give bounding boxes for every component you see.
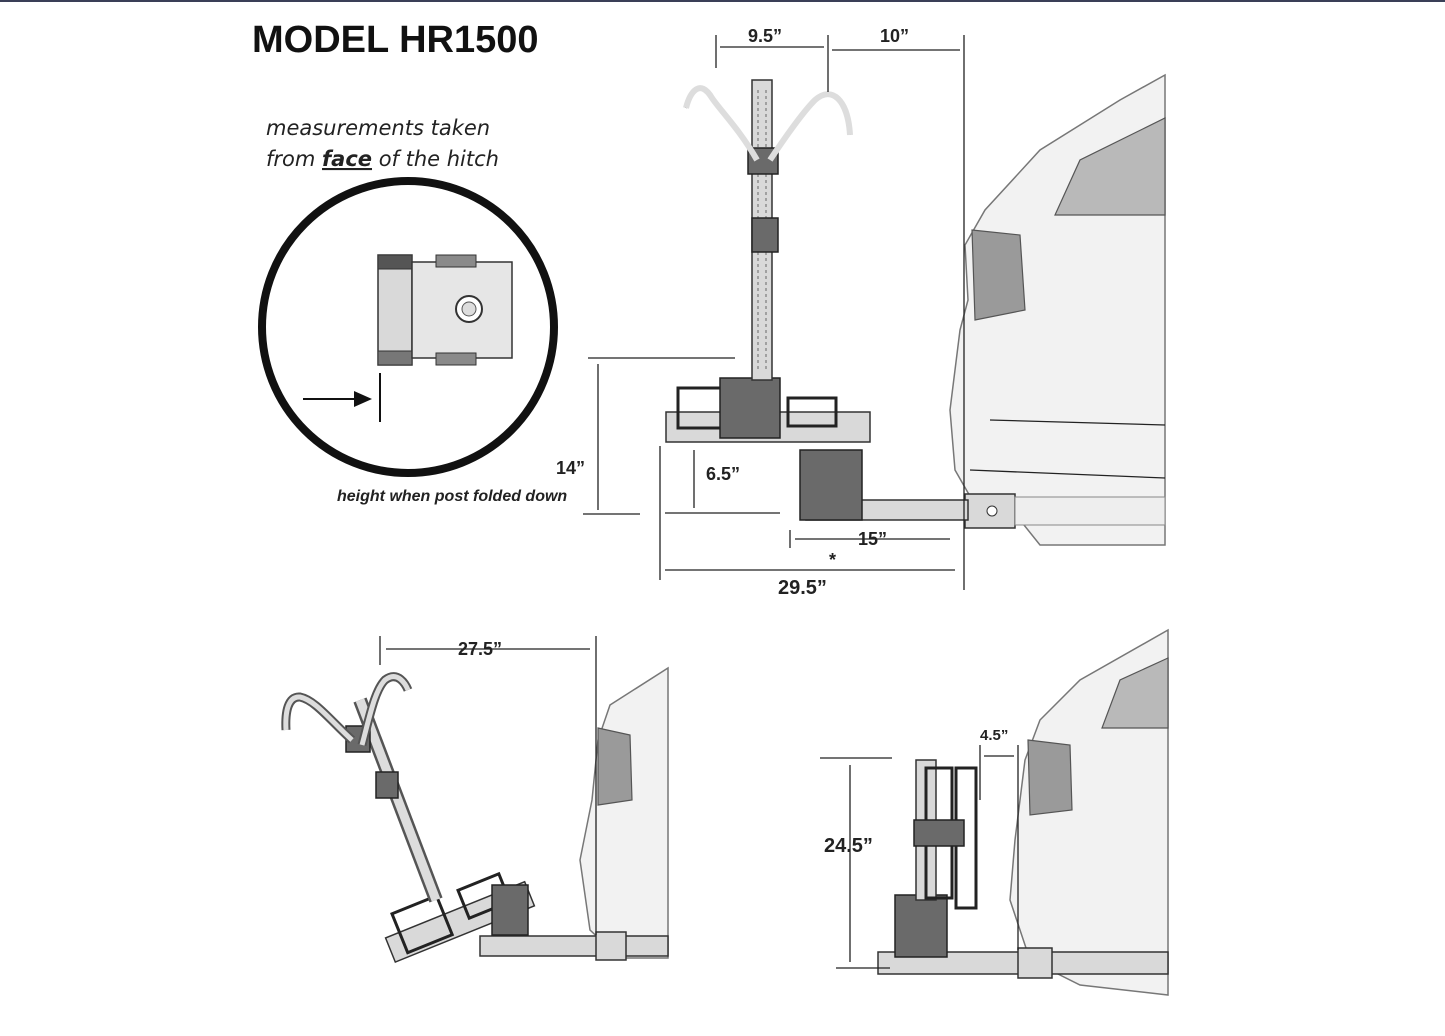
rack-upright-top: 9.5” 10” 14” 6.5” 15” * 29.5” height whe… xyxy=(337,26,1166,599)
note-line-1: measurements taken xyxy=(266,116,490,140)
dim-post-to-hitch: 10” xyxy=(880,26,909,46)
hitch-face-plate xyxy=(377,254,413,366)
dim-upright-gap: 4.5” xyxy=(980,727,1008,744)
model-title: MODEL HR1500 xyxy=(252,19,539,61)
dim-height-folded: 14” xyxy=(556,458,585,478)
dim-arm-spread: 9.5” xyxy=(748,26,782,46)
note-line-2: from face of the hitch xyxy=(266,147,499,171)
window-top-border xyxy=(0,0,1445,2)
dim-hitch-length: 15” xyxy=(858,529,887,549)
arrow-head-icon xyxy=(354,391,372,407)
rack-folded-upright: 4.5” 24.5” xyxy=(820,628,1169,996)
rack-tilted: 27.5” xyxy=(281,636,669,964)
dim-asterisk: * xyxy=(829,550,836,570)
dim-tray-height: 6.5” xyxy=(706,464,740,484)
caption-folded-height: height when post folded down xyxy=(337,488,567,505)
dim-total-length: 29.5” xyxy=(778,577,827,599)
hitch-face-inset xyxy=(258,177,558,477)
dim-tilted-length: 27.5” xyxy=(458,639,502,659)
tilted-hitch-bar xyxy=(479,935,669,957)
dim-upright-height: 24.5” xyxy=(824,835,873,857)
